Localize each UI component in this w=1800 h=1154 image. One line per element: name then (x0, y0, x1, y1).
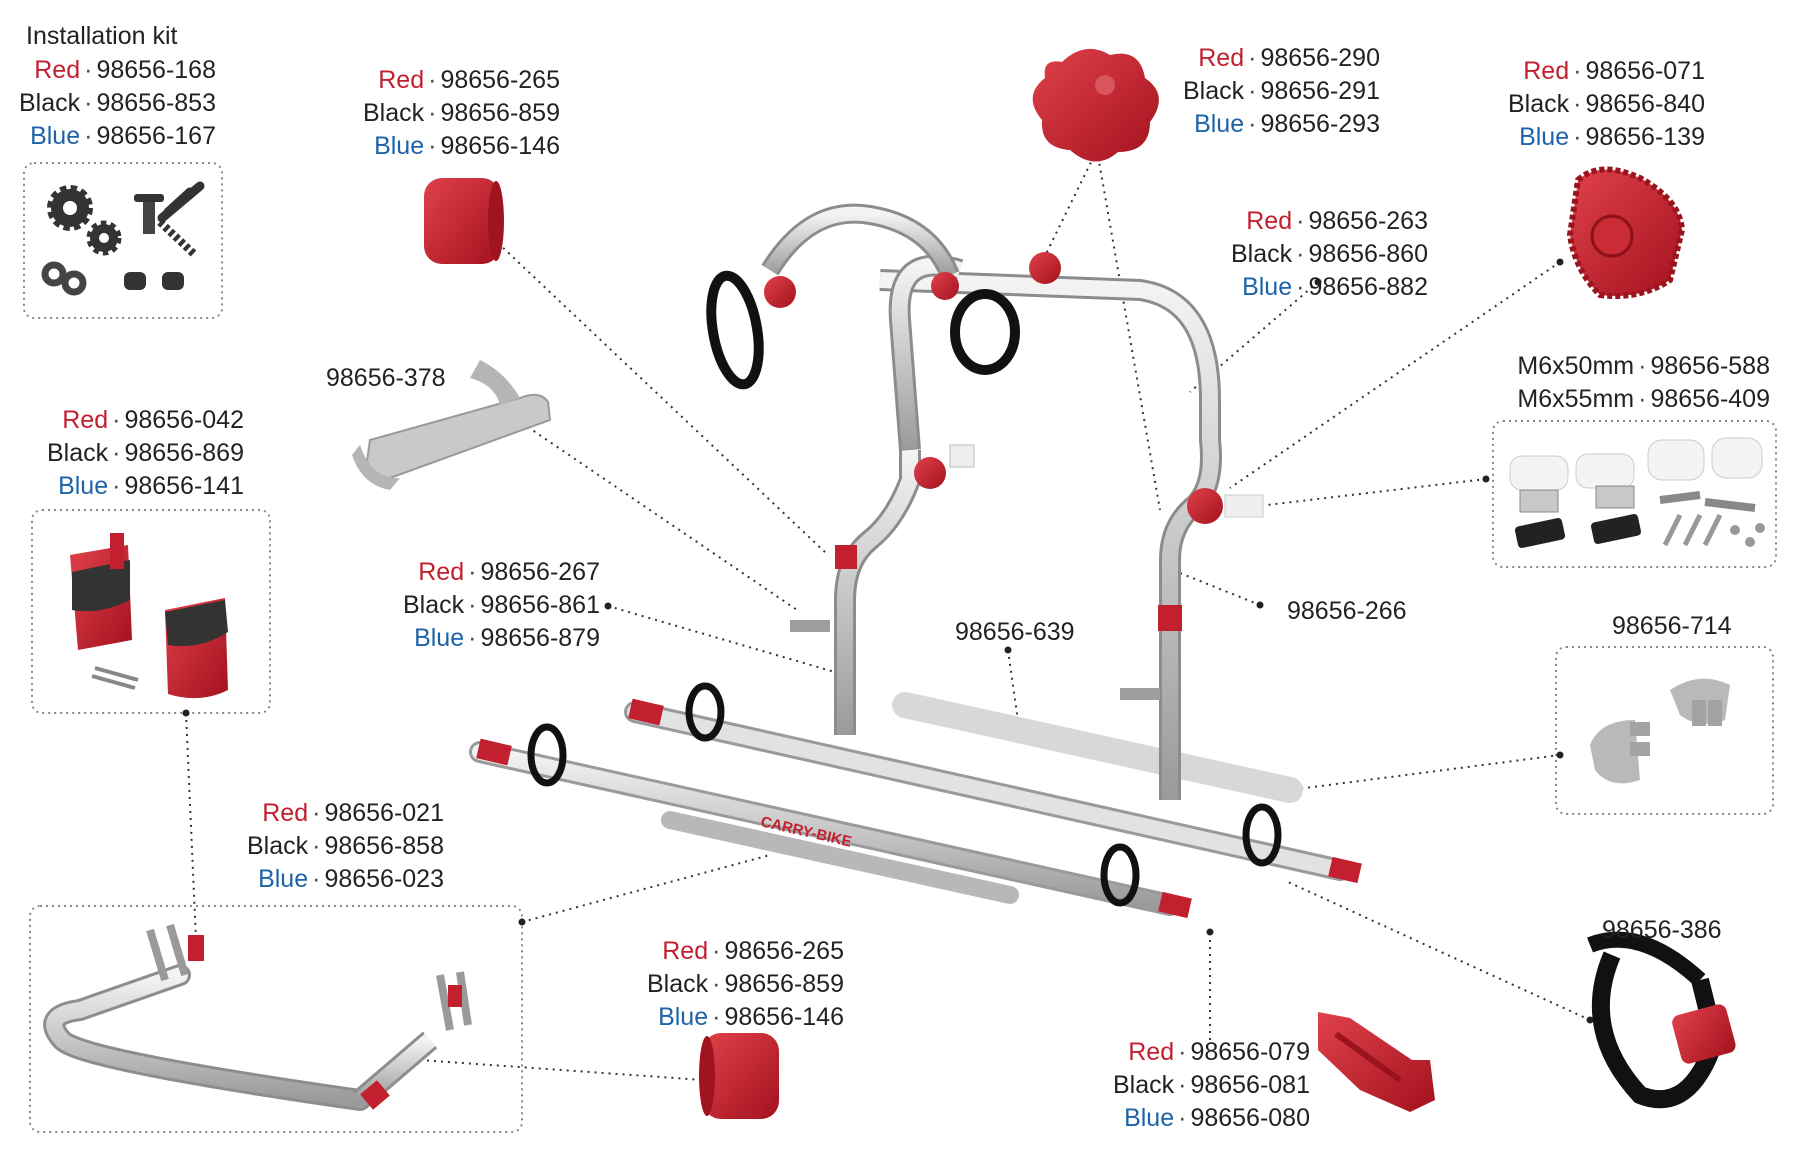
part-code: 98656-023 (324, 865, 444, 893)
end-cap-top-label: Red·98656-265 Black·98656-859 Blue·98656… (362, 66, 560, 160)
part-code: 98656-853 (96, 89, 216, 117)
part-code: 98656-290 (1260, 44, 1380, 72)
part-code: 98656-409 (1650, 385, 1770, 413)
variant-color-black: Black (18, 89, 81, 117)
part-code: 98656-080 (1190, 1104, 1310, 1132)
lower-frame-image (43, 923, 472, 1111)
strap-image (1587, 931, 1736, 1109)
part-code: 98656-869 (124, 439, 244, 467)
bolt-size: M6x55mm (1517, 385, 1635, 413)
part-code: 98656-042 (124, 406, 244, 434)
end-cap-top-image (424, 178, 504, 264)
part-code: 98656-882 (1308, 273, 1428, 301)
bike-carrier-main: CARRY-BIKE (469, 203, 1362, 919)
bolt-size: M6x50mm (1517, 352, 1635, 380)
bolt-icon (157, 181, 205, 223)
wall-bracket-box (31, 509, 271, 714)
knob-label: Red·98656-290 Black·98656-291 Blue·98656… (1182, 44, 1380, 138)
support-image (352, 360, 552, 490)
part-code: 98656-291 (1260, 77, 1380, 105)
nut-icon (124, 272, 146, 290)
part-code: 98656-263 (1308, 207, 1428, 235)
part-code: 98656-146 (440, 132, 560, 160)
part-code: 98656-071 (1585, 57, 1705, 85)
pivot-code: 98656-266 (1287, 597, 1407, 625)
part-code: 98656-588 (1650, 352, 1770, 380)
part-code: 98656-293 (1260, 110, 1380, 138)
wall-bracket-image (70, 533, 228, 699)
part-code: 98656-081 (1190, 1071, 1310, 1099)
installation-kit-variants: Red·98656-168 Black·98656-853 Blue·98656… (18, 56, 216, 150)
part-code: 98656-861 (480, 591, 600, 619)
ratchet-block-label: Red·98656-071 Black·98656-840 Blue·98656… (1507, 57, 1705, 151)
bolt-set-image (1509, 437, 1765, 549)
part-code: 98656-139 (1585, 123, 1705, 151)
variant-color-red: Red (34, 56, 81, 84)
installation-kit-box (23, 162, 223, 319)
end-plug-code: 98656-714 (1612, 612, 1732, 640)
support-code: 98656-378 (326, 364, 446, 392)
part-code: 98656-265 (724, 937, 844, 965)
part-code: 98656-859 (440, 99, 560, 127)
part-code: 98656-265 (440, 66, 560, 94)
strap-code: 98656-386 (1602, 916, 1722, 944)
part-code: 98656-167 (96, 122, 216, 150)
part-code: 98656-141 (124, 472, 244, 500)
variant-color-blue: Blue (30, 122, 81, 150)
end-plug-image (1590, 678, 1730, 784)
part-code: 98656-840 (1585, 90, 1705, 118)
tube-connector-label: Red·98656-267 Black·98656-861 Blue·98656… (402, 558, 600, 652)
end-cap-bottom-image (699, 1033, 779, 1119)
part-code: 98656-021 (324, 799, 444, 827)
part-code: 98656-858 (324, 832, 444, 860)
rail-end-cap-label: Red·98656-079 Black·98656-081 Blue·98656… (1112, 1038, 1310, 1132)
frame-clamp-label: Red·98656-263 Black·98656-860 Blue·98656… (1230, 207, 1428, 301)
ratchet-block-image (1566, 166, 1686, 299)
part-code: 98656-859 (724, 970, 844, 998)
lower-frame-label: Red·98656-021 Black·98656-858 Blue·98656… (246, 799, 444, 893)
bar-code: 98656-639 (955, 618, 1075, 646)
part-code: 98656-267 (480, 558, 600, 586)
wall-bracket-label: Red·98656-042 Black·98656-869 Blue·98656… (46, 406, 244, 500)
end-plug-box (1555, 646, 1774, 815)
part-code: 98656-079 (1190, 1038, 1310, 1066)
installation-kit-icons (41, 181, 205, 296)
leader-dots (182, 146, 1594, 1084)
chain-link-icon (41, 261, 67, 287)
lower-frame-box (29, 905, 523, 1133)
installation-kit-title: Installation kit (26, 22, 178, 50)
bolt-set-label: M6x50mm·98656-588 M6x55mm·98656-409 (1517, 352, 1770, 413)
knob-image (1032, 48, 1159, 162)
part-code: 98656-168 (96, 56, 216, 84)
part-code: 98656-879 (480, 624, 600, 652)
end-cap-bottom-label: Red·98656-265 Black·98656-859 Blue·98656… (646, 937, 844, 1031)
rail-end-cap-image (1318, 1012, 1435, 1112)
part-code: 98656-146 (724, 1003, 844, 1031)
screw-icon (143, 198, 155, 234)
part-code: 98656-860 (1308, 240, 1428, 268)
installation-kit-label: Installation kit (26, 20, 177, 53)
